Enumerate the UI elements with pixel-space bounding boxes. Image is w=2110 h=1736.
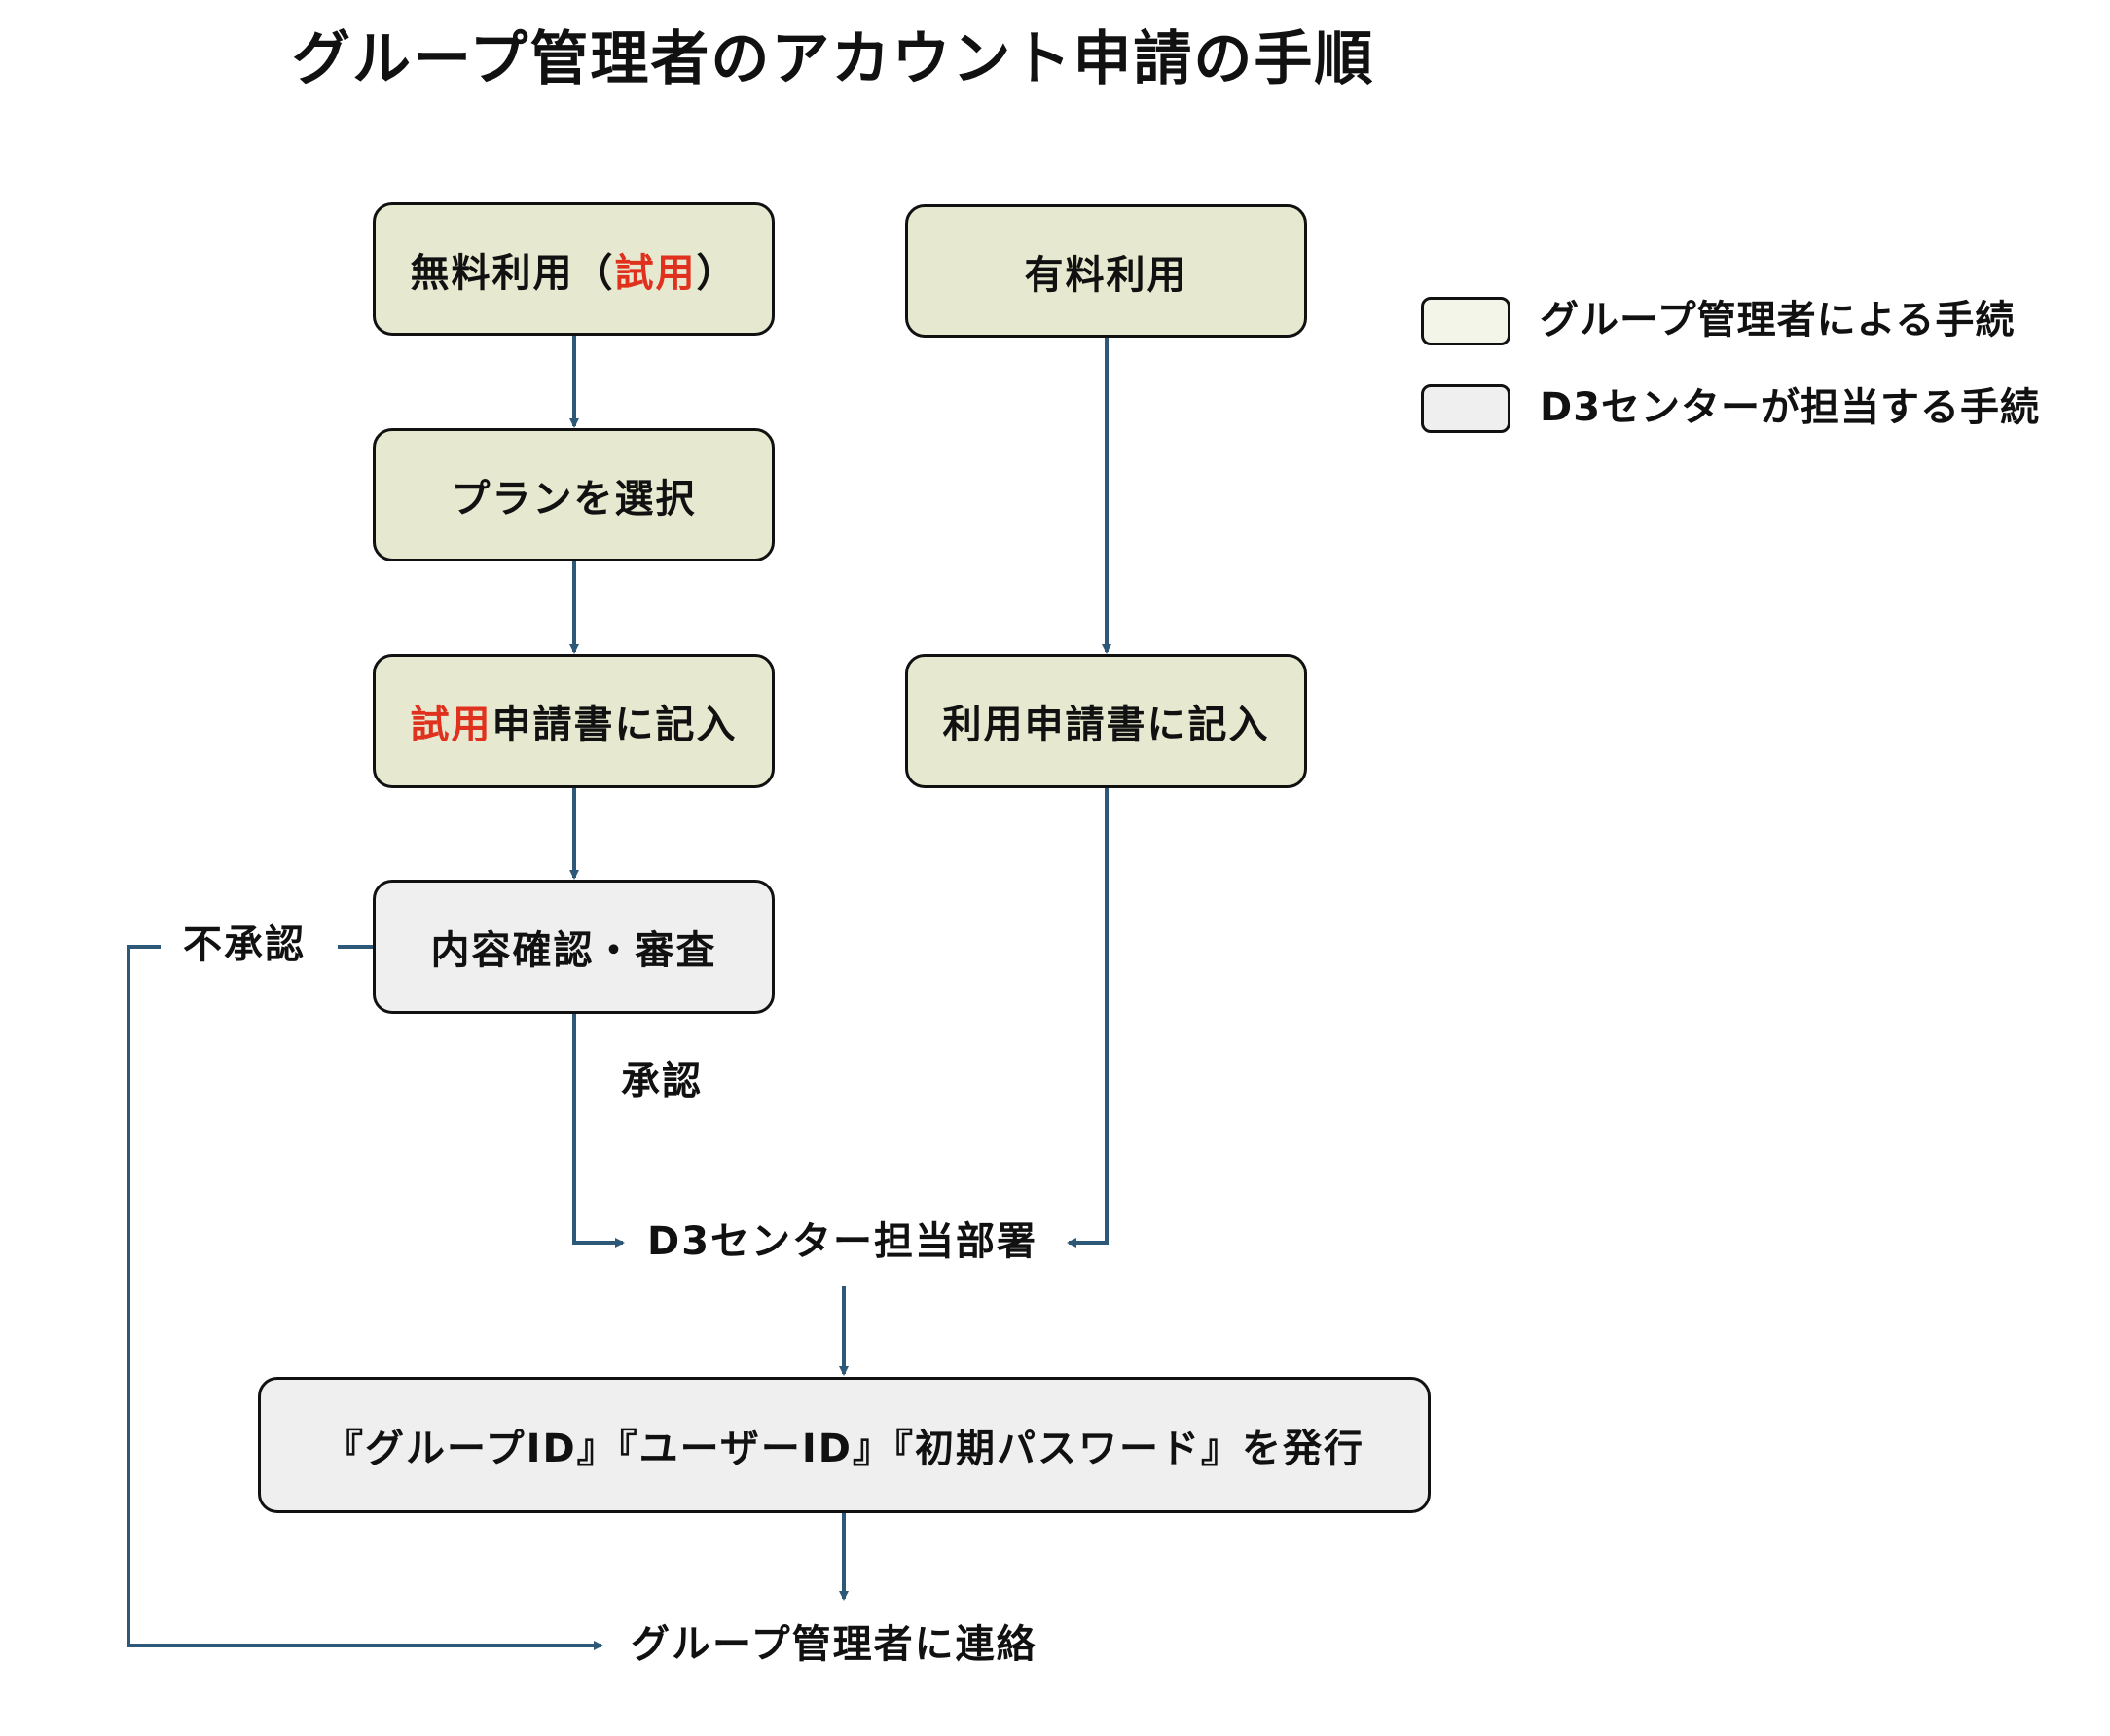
free-trial-suffix: ）: [696, 250, 738, 296]
trial-form-box: 試用申請書に記入: [373, 654, 775, 788]
d3-dept-label: D3センター担当部署: [647, 1219, 1038, 1264]
paid-box: 有料利用: [905, 204, 1307, 338]
review-box: 内容確認・審査: [373, 880, 775, 1014]
issue-box: 『グループID』『ユーザーID』『初期パスワード』を発行: [258, 1377, 1431, 1513]
free-trial-prefix: 無料利用（: [410, 250, 615, 296]
legend-swatch-group-admin: [1421, 297, 1510, 345]
legend-text-d3-center: D3センターが担当する手続: [1540, 385, 2041, 430]
arrow-review-approved-to-d3: [572, 1014, 625, 1248]
free-trial-box: 無料利用（試用）: [373, 202, 775, 336]
issue-label: 『グループID』『ユーザーID』『初期パスワード』を発行: [324, 1427, 1364, 1471]
rejected-label: 不承認: [183, 922, 306, 967]
arrow-rejected-to-contact: [127, 945, 603, 1650]
contact-label: グループ管理者に連絡: [631, 1622, 1037, 1667]
legend-text-group-admin: グループ管理者による手続: [1540, 298, 2016, 343]
legend-swatch-d3-center: [1421, 384, 1510, 433]
trial-form-suffix: 申請書に記入: [491, 703, 738, 747]
paid-label: 有料利用: [1024, 252, 1188, 298]
usage-form-label: 利用申請書に記入: [942, 703, 1270, 747]
usage-form-box: 利用申請書に記入: [905, 654, 1307, 788]
trial-form-highlight: 試用: [410, 703, 492, 747]
select-plan-box: プランを選択: [373, 428, 775, 561]
free-trial-highlight: 試用: [614, 250, 697, 296]
page-title: グループ管理者のアカウント申請の手順: [292, 25, 1375, 93]
select-plan-label: プランを選択: [451, 476, 697, 522]
review-label: 内容確認・審査: [430, 928, 717, 973]
approved-label: 承認: [621, 1059, 703, 1103]
arrow-usage-form-to-d3: [1067, 788, 1109, 1248]
